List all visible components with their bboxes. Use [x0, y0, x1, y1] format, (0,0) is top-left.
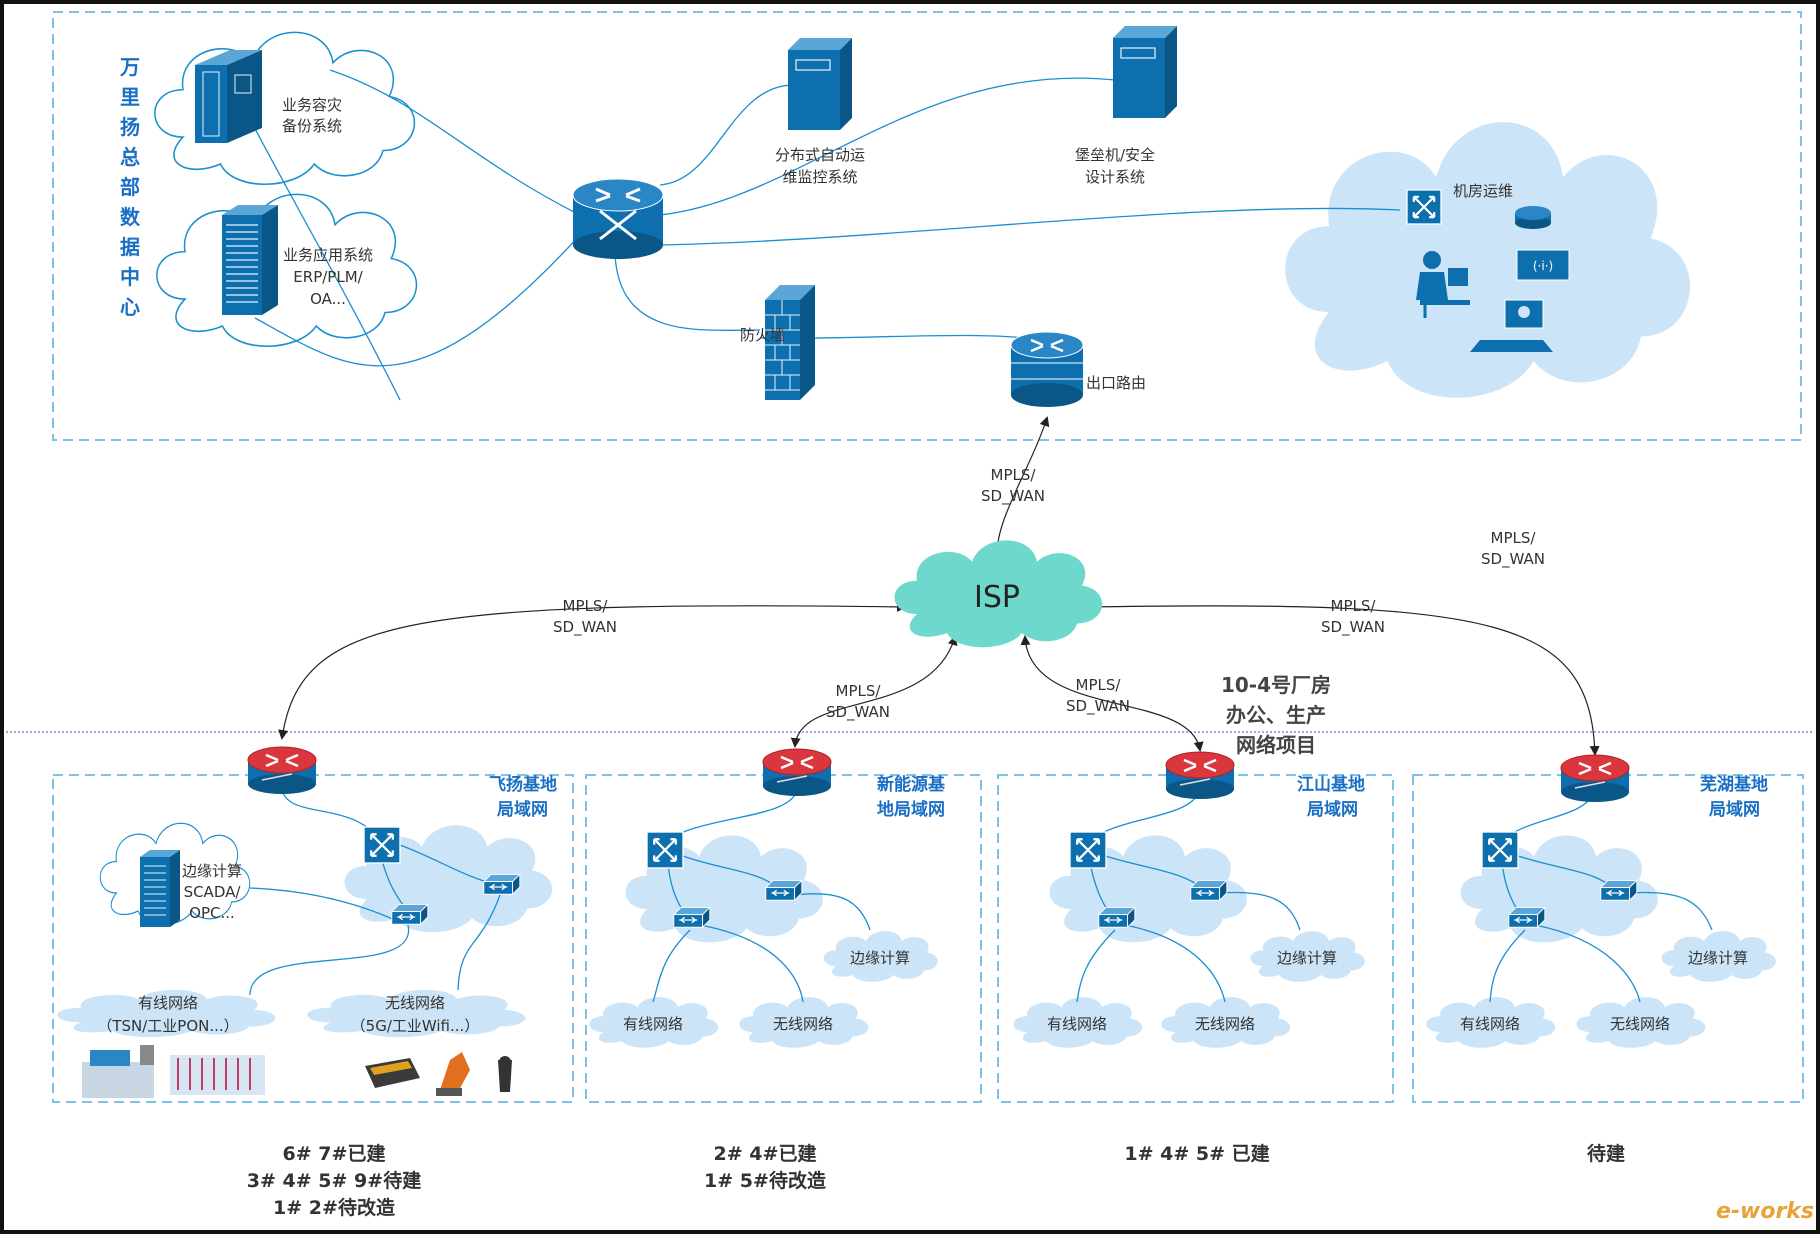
site-status: 1# 2#待改造: [273, 1196, 396, 1219]
app-label: ERP/PLM/: [293, 268, 363, 286]
mpls-label: MPLS/: [991, 466, 1037, 484]
wired-label: 有线网络: [1460, 1015, 1520, 1033]
project-label: 网络项目: [1236, 733, 1316, 757]
mpls-label: SD_WAN: [1481, 550, 1545, 569]
project-label: 10-4号厂房: [1221, 673, 1331, 697]
site-xinnengyuan: [589, 747, 938, 1048]
hq-title-char: 据: [120, 235, 140, 259]
isp-label: ISP: [974, 580, 1020, 615]
hq-title-char: 万: [119, 55, 140, 79]
wireless-ap-icon: (·i·): [1516, 249, 1570, 281]
ops-router-icon: [1515, 206, 1551, 229]
monitor-label: 维监控系统: [782, 168, 857, 186]
site-title: 江山基地: [1297, 774, 1365, 795]
mpls-label: MPLS/: [836, 682, 882, 700]
hq-title-char: 心: [120, 295, 140, 319]
ops-switch-icon: [1405, 188, 1443, 226]
backup-label: 业务容灾: [282, 96, 342, 114]
mpls-label: SD_WAN: [826, 703, 890, 722]
ops-cloud: [1285, 122, 1691, 398]
hq-title: 万 里 扬 总 部 数 据 中 心: [119, 55, 141, 319]
edge-label: 边缘计算: [1277, 949, 1337, 967]
mpls-label: SD_WAN: [553, 618, 617, 637]
mpls-label: MPLS/: [1331, 597, 1377, 615]
bastion-label: 堡垒机/安全: [1075, 146, 1155, 164]
site-boundary: [1412, 774, 1804, 1103]
laptop-icon: [1470, 299, 1553, 352]
operator-person-icon: [1416, 251, 1470, 318]
site-feiyang: [57, 745, 553, 1098]
mpls-label: SD_WAN: [981, 487, 1045, 506]
firewall-icon: [765, 285, 815, 400]
site-boundary: [52, 774, 574, 1103]
site-title: 局域网: [497, 799, 548, 820]
wired-label: 有线网络: [623, 1015, 683, 1033]
wired-label: （TSN/工业PON...）: [97, 1017, 238, 1035]
site-status: 3# 4# 5# 9#待建: [247, 1169, 421, 1192]
backup-label: 备份系统: [282, 117, 342, 135]
site-status: 6# 7#已建: [283, 1142, 386, 1165]
hq-title-char: 总: [120, 145, 140, 169]
site-jiangshan: [1013, 750, 1365, 1048]
site-status: 1# 5#待改造: [704, 1169, 827, 1192]
wired-label: 有线网络: [138, 994, 198, 1012]
site-title: 飞扬基地: [489, 774, 557, 795]
site-wuhu: [1426, 753, 1776, 1048]
mpls-label: MPLS/: [1076, 676, 1122, 694]
edge-label: 边缘计算: [1688, 949, 1748, 967]
hq-title-char: 扬: [120, 115, 140, 139]
svg-text:(·i·): (·i·): [1533, 259, 1553, 273]
edge-label: SCADA/: [184, 883, 242, 901]
edge-label: 边缘计算: [850, 949, 910, 967]
wan-links: [278, 416, 1600, 756]
project-label: 办公、生产: [1226, 703, 1326, 727]
site-status: 2# 4#已建: [714, 1142, 817, 1165]
wireless-label: 无线网络: [1610, 1015, 1670, 1033]
firewall-label: 防火墙: [740, 326, 785, 344]
app-cloud: [156, 193, 418, 348]
site-boundary: [997, 774, 1394, 1103]
monitor-label: 分布式自动运: [775, 146, 865, 164]
hq-datacenter-boundary: [52, 11, 1802, 441]
wired-label: 有线网络: [1047, 1015, 1107, 1033]
site-status: 1# 4# 5# 已建: [1124, 1142, 1269, 1165]
mpls-label: MPLS/: [563, 597, 609, 615]
app-label: 业务应用系统: [283, 246, 373, 264]
app-server-icon: [222, 205, 278, 315]
wireless-label: 无线网络: [773, 1015, 833, 1033]
bastion-label: 设计系统: [1085, 168, 1145, 186]
site-title: 芜湖基地: [1700, 774, 1768, 795]
exit-router-icon: [1010, 331, 1084, 407]
site-status: 待建: [1587, 1142, 1625, 1165]
watermark: e-works: [1716, 1199, 1814, 1224]
edge-label: OPC...: [189, 904, 235, 922]
site-title: 局域网: [1709, 799, 1760, 820]
backup-server-icon: [195, 50, 262, 143]
hq-title-char: 中: [120, 265, 140, 289]
mpls-label: SD_WAN: [1321, 618, 1385, 637]
app-label: OA...: [310, 290, 346, 308]
core-router-icon: [572, 178, 664, 259]
hq-title-char: 数: [120, 205, 141, 229]
site-title: 局域网: [1307, 799, 1358, 820]
edge-label: 边缘计算: [182, 862, 242, 880]
hq-title-char: 里: [120, 85, 140, 109]
monitor-server-icon: [788, 38, 852, 130]
exit-router-label: 出口路由: [1086, 374, 1146, 392]
site-title: 地局域网: [877, 799, 945, 820]
site-title: 新能源基: [877, 774, 946, 795]
wireless-label: 无线网络: [385, 994, 445, 1012]
hq-title-char: 部: [120, 175, 140, 199]
bastion-server-icon: [1113, 26, 1177, 118]
mpls-label: MPLS/: [1491, 529, 1537, 547]
ops-label: 机房运维: [1453, 182, 1513, 200]
wireless-label: 无线网络: [1195, 1015, 1255, 1033]
mpls-label: SD_WAN: [1066, 697, 1130, 716]
wireless-label: （5G/工业Wifi...）: [351, 1017, 480, 1035]
